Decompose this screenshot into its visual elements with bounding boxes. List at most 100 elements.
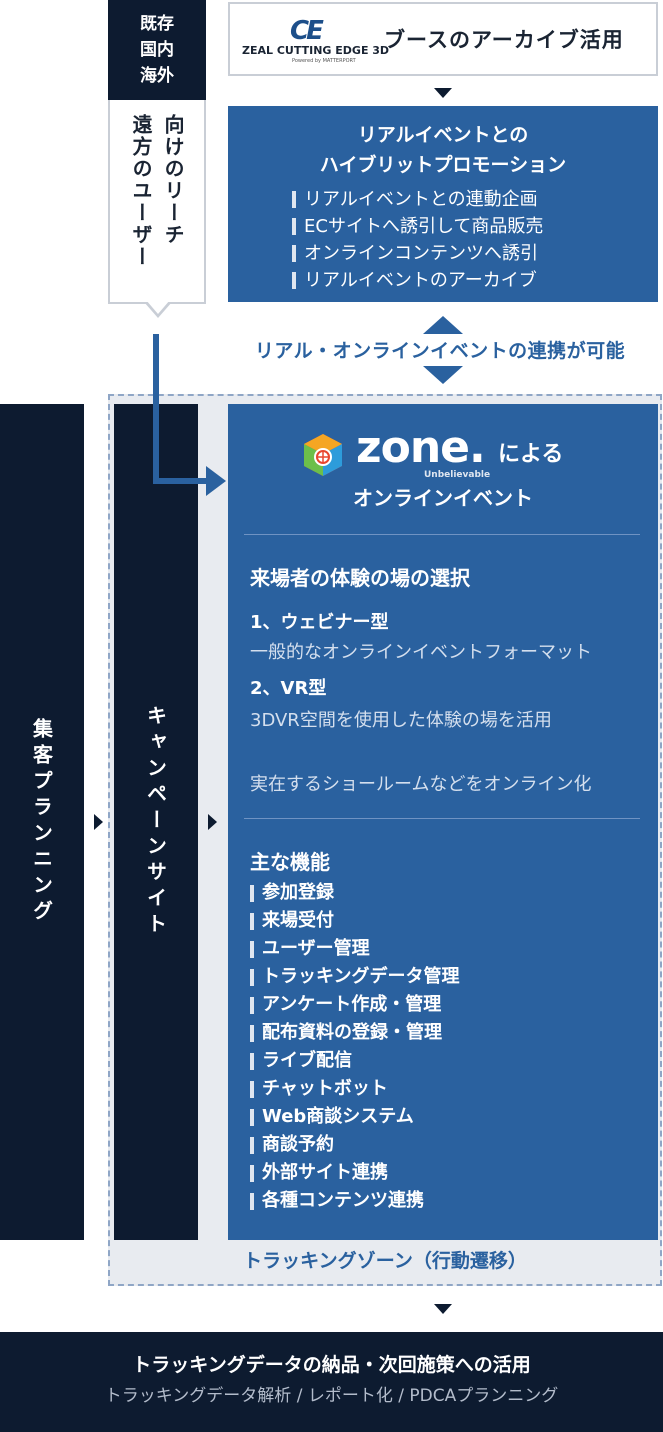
bullet-bar-icon [250, 884, 254, 902]
feature-label: 外部サイト連携 [262, 1162, 388, 1183]
feature-label: 商談予約 [262, 1134, 334, 1155]
zone-by-text: による [498, 442, 564, 467]
feature-item: チャットボット [250, 1075, 459, 1103]
arrow-down-icon [434, 88, 452, 98]
remote-reach-tag: 遠方のユーザー 向けのリーチ [108, 100, 206, 304]
arrow-right-icon [94, 814, 103, 830]
existing-domestic-overseas-tag: 既存 国内 海外 [108, 0, 206, 100]
bullet-bar-icon [250, 1052, 254, 1070]
bullet-bar-icon [292, 272, 296, 289]
tracking-zone-label: トラッキングゾーン（行動遷移） [243, 1250, 527, 1272]
feature-item: ユーザー管理 [250, 935, 459, 963]
bullet-bar-icon [250, 1192, 254, 1210]
tag-line-2: 国内 [140, 40, 174, 60]
webinar-title: 1、ウェビナー型 [250, 612, 389, 633]
list-item: リアルイベントとの連動企画 [292, 186, 658, 213]
delivery-title: トラッキングデータの納品・次回施策への活用 [132, 1354, 531, 1376]
delivery-box: トラッキングデータの納品・次回施策への活用 トラッキングデータ解析 / レポート… [0, 1332, 663, 1432]
bullet-bar-icon [250, 1108, 254, 1126]
delivery-subtitle: トラッキングデータ解析 / レポート化 / PDCAプランニング [104, 1386, 559, 1406]
feature-label: 配布資料の登録・管理 [262, 1022, 442, 1043]
ce-logo-sub: Powered by MATTERPORT [292, 58, 356, 64]
list-item-label: オンラインコンテンツへ誘引 [304, 243, 538, 264]
connector-line [153, 478, 215, 484]
feature-item: Web商談システム [250, 1103, 459, 1131]
tag-line-1: 既存 [140, 14, 174, 34]
arrow-down-icon [434, 1304, 452, 1314]
list-item: オンラインコンテンツへ誘引 [292, 240, 658, 267]
bullet-bar-icon [250, 1136, 254, 1154]
feature-item: ライブ配信 [250, 1047, 459, 1075]
feature-item: 外部サイト連携 [250, 1159, 459, 1187]
list-item-label: リアルイベントとの連動企画 [304, 189, 538, 210]
feature-label: 来場受付 [262, 910, 334, 931]
bullet-bar-icon [292, 245, 296, 262]
divider [244, 818, 640, 819]
features-title: 主な機能 [250, 850, 330, 874]
ce-logo-name: ZEAL CUTTING EDGE 3D [242, 44, 390, 57]
connector-line [153, 334, 159, 484]
feature-label: 各種コンテンツ連携 [262, 1190, 424, 1211]
feature-item: 参加登録 [250, 879, 459, 907]
webinar-desc: 一般的なオンラインイベントフォーマット [250, 642, 592, 663]
feature-item: トラッキングデータ管理 [250, 963, 459, 991]
vr-desc: 3DVR空間を使用した体験の場を活用 [250, 710, 552, 731]
list-item: ECサイトへ誘引して商品販売 [292, 213, 658, 240]
cutting-edge-logo: CE ZEAL CUTTING EDGE 3D Powered by MATTE… [242, 10, 389, 68]
remote-reach-line-2: 向けのリーチ [161, 114, 185, 246]
archive-title: ブースのアーカイブ活用 [384, 28, 624, 52]
hybrid-title-1: リアルイベントとの [357, 124, 529, 146]
campaign-column: キャンペーンサイト [114, 404, 198, 1240]
features-list: 参加登録 来場受付 ユーザー管理 トラッキングデータ管理 アンケート作成・管理 … [250, 879, 459, 1215]
bullet-bar-icon [292, 218, 296, 235]
bullet-bar-icon [250, 968, 254, 986]
feature-label: 参加登録 [262, 882, 334, 903]
feature-item: 来場受付 [250, 907, 459, 935]
zone-logo-tagline: Unbelievable [424, 470, 491, 480]
showroom-desc: 実在するショールームなどをオンライン化 [250, 774, 592, 795]
feature-label: Web商談システム [262, 1106, 414, 1127]
bullet-bar-icon [250, 1024, 254, 1042]
experience-title: 来場者の体験の場の選択 [250, 566, 470, 590]
arrow-right-icon [208, 814, 217, 830]
divider [244, 534, 640, 535]
zone-logo-word: zone. [356, 422, 486, 473]
hybrid-title-2: ハイブリットプロモーション [319, 154, 567, 176]
arrow-up-icon [423, 316, 463, 334]
vr-title: 2、VR型 [250, 678, 327, 699]
hybrid-list: リアルイベントとの連動企画 ECサイトへ誘引して商品販売 オンラインコンテンツへ… [292, 186, 658, 294]
campaign-label: キャンペーンサイト [143, 705, 168, 939]
hybrid-promotion-box: リアルイベントとの ハイブリットプロモーション リアルイベントとの連動企画 EC… [228, 106, 658, 302]
feature-item: 商談予約 [250, 1131, 459, 1159]
arrow-right-icon [206, 466, 226, 496]
feature-label: ライブ配信 [262, 1050, 352, 1071]
bullet-bar-icon [250, 1164, 254, 1182]
feature-label: トラッキングデータ管理 [262, 966, 460, 987]
bullet-bar-icon [250, 1080, 254, 1098]
bullet-bar-icon [250, 996, 254, 1014]
ce-logo-mark: CE [290, 16, 324, 46]
zone-badge-icon [304, 434, 342, 476]
linkage-text: リアル・オンラインイベントの連携が可能 [254, 340, 626, 362]
remote-reach-line-1: 遠方のユーザー [129, 114, 153, 268]
feature-item: 各種コンテンツ連携 [250, 1187, 459, 1215]
list-item-label: リアルイベントのアーカイブ [304, 270, 537, 291]
arrow-down-icon [423, 366, 463, 384]
feature-label: チャットボット [262, 1078, 388, 1099]
planning-label: 集客プランニング [29, 718, 54, 926]
zone-online-event-box: zone. Unbelievable による オンラインイベント 来場者の体験の… [228, 404, 658, 1240]
feature-item: 配布資料の登録・管理 [250, 1019, 459, 1047]
planning-column: 集客プランニング [0, 404, 84, 1240]
list-item-label: ECサイトへ誘引して商品販売 [304, 216, 544, 237]
bullet-bar-icon [250, 940, 254, 958]
feature-label: ユーザー管理 [262, 938, 370, 959]
tag-line-3: 海外 [140, 66, 174, 86]
bullet-bar-icon [250, 912, 254, 930]
list-item: リアルイベントのアーカイブ [292, 267, 658, 294]
zone-logo: zone. Unbelievable による [300, 422, 600, 480]
bullet-bar-icon [292, 191, 296, 208]
feature-item: アンケート作成・管理 [250, 991, 459, 1019]
tag-pointer-inner [146, 300, 170, 314]
archive-box: CE ZEAL CUTTING EDGE 3D Powered by MATTE… [228, 2, 658, 76]
feature-label: アンケート作成・管理 [262, 994, 442, 1015]
